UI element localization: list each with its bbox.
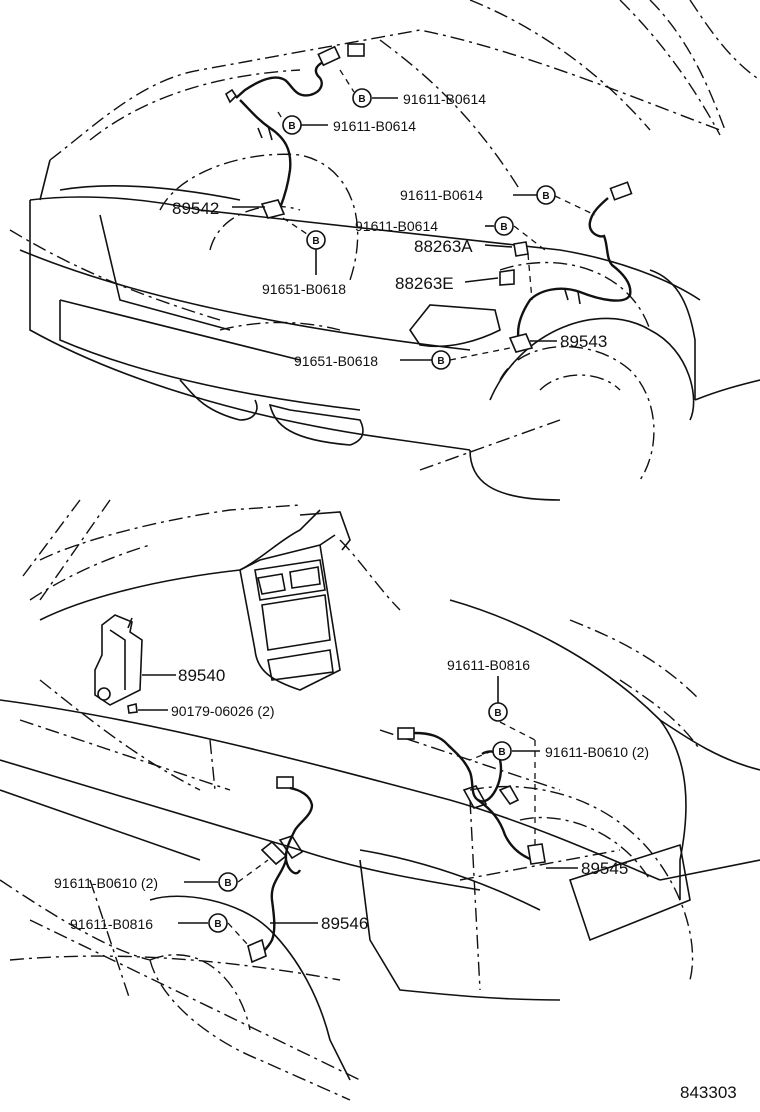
svg-text:B: B xyxy=(500,222,507,233)
wire-harness-89546 xyxy=(247,776,314,964)
badge-c8: B xyxy=(488,702,508,722)
label-91611-b0610-a: 91611-B0610 (2) xyxy=(545,744,649,760)
label-91611-b0610-b: 91611-B0610 (2) xyxy=(54,875,158,891)
label-89545: 89545 xyxy=(581,859,628,878)
badge-c10: B xyxy=(218,872,238,892)
svg-text:B: B xyxy=(214,919,221,930)
svg-text:B: B xyxy=(312,236,319,247)
top-leader-lines xyxy=(232,69,596,361)
front-car-outline xyxy=(9,0,760,501)
svg-text:B: B xyxy=(358,94,365,105)
label-91611-b0816-a: 91611-B0816 xyxy=(447,657,530,673)
svg-text:B: B xyxy=(224,878,231,889)
wire-harness-89545 xyxy=(397,727,546,865)
label-91611-b0614-b: 91611-B0614 xyxy=(333,118,416,134)
badge-c5: B xyxy=(306,230,326,250)
label-89546: 89546 xyxy=(321,914,368,933)
abs-ecu-89540 xyxy=(94,614,143,714)
svg-text:B: B xyxy=(437,356,444,367)
badge-c2: B xyxy=(282,115,302,135)
svg-text:B: B xyxy=(542,191,549,202)
badge-c6: B xyxy=(431,350,451,370)
label-91611-b0816-b: 91611-B0816 xyxy=(70,916,153,932)
label-91611-b0614-a: 91611-B0614 xyxy=(403,91,486,107)
label-91651-b0618-a: 91651-B0618 xyxy=(262,281,346,297)
reference-number: 843303 xyxy=(680,1083,737,1102)
bottom-leader-lines xyxy=(178,676,578,946)
label-88263e: 88263E xyxy=(395,274,454,293)
clip-88263 xyxy=(499,241,529,286)
label-89540: 89540 xyxy=(178,666,225,685)
badge-c3: B xyxy=(536,185,556,205)
badge-c4: B xyxy=(494,216,514,236)
label-90179-06026: 90179-06026 (2) xyxy=(171,703,275,719)
dashboard-outline xyxy=(19,499,401,791)
label-88263a: 88263A xyxy=(414,237,473,256)
badge-c1: B xyxy=(352,88,372,108)
label-91611-b0614-c: 91611-B0614 xyxy=(400,187,483,203)
label-91651-b0618-b: 91651-B0618 xyxy=(294,353,378,369)
rear-car-outline xyxy=(0,599,760,1001)
svg-text:B: B xyxy=(498,747,505,758)
wire-harness-89543 xyxy=(508,181,633,353)
wire-harness-89542 xyxy=(224,43,365,219)
label-89542: 89542 xyxy=(172,199,219,218)
label-91611-b0614-d: 91611-B0614 xyxy=(355,218,438,234)
badge-c9: B xyxy=(492,741,512,761)
svg-text:B: B xyxy=(494,708,501,719)
svg-text:B: B xyxy=(288,121,295,132)
badge-c11: B xyxy=(208,913,228,933)
label-89543: 89543 xyxy=(560,332,607,351)
